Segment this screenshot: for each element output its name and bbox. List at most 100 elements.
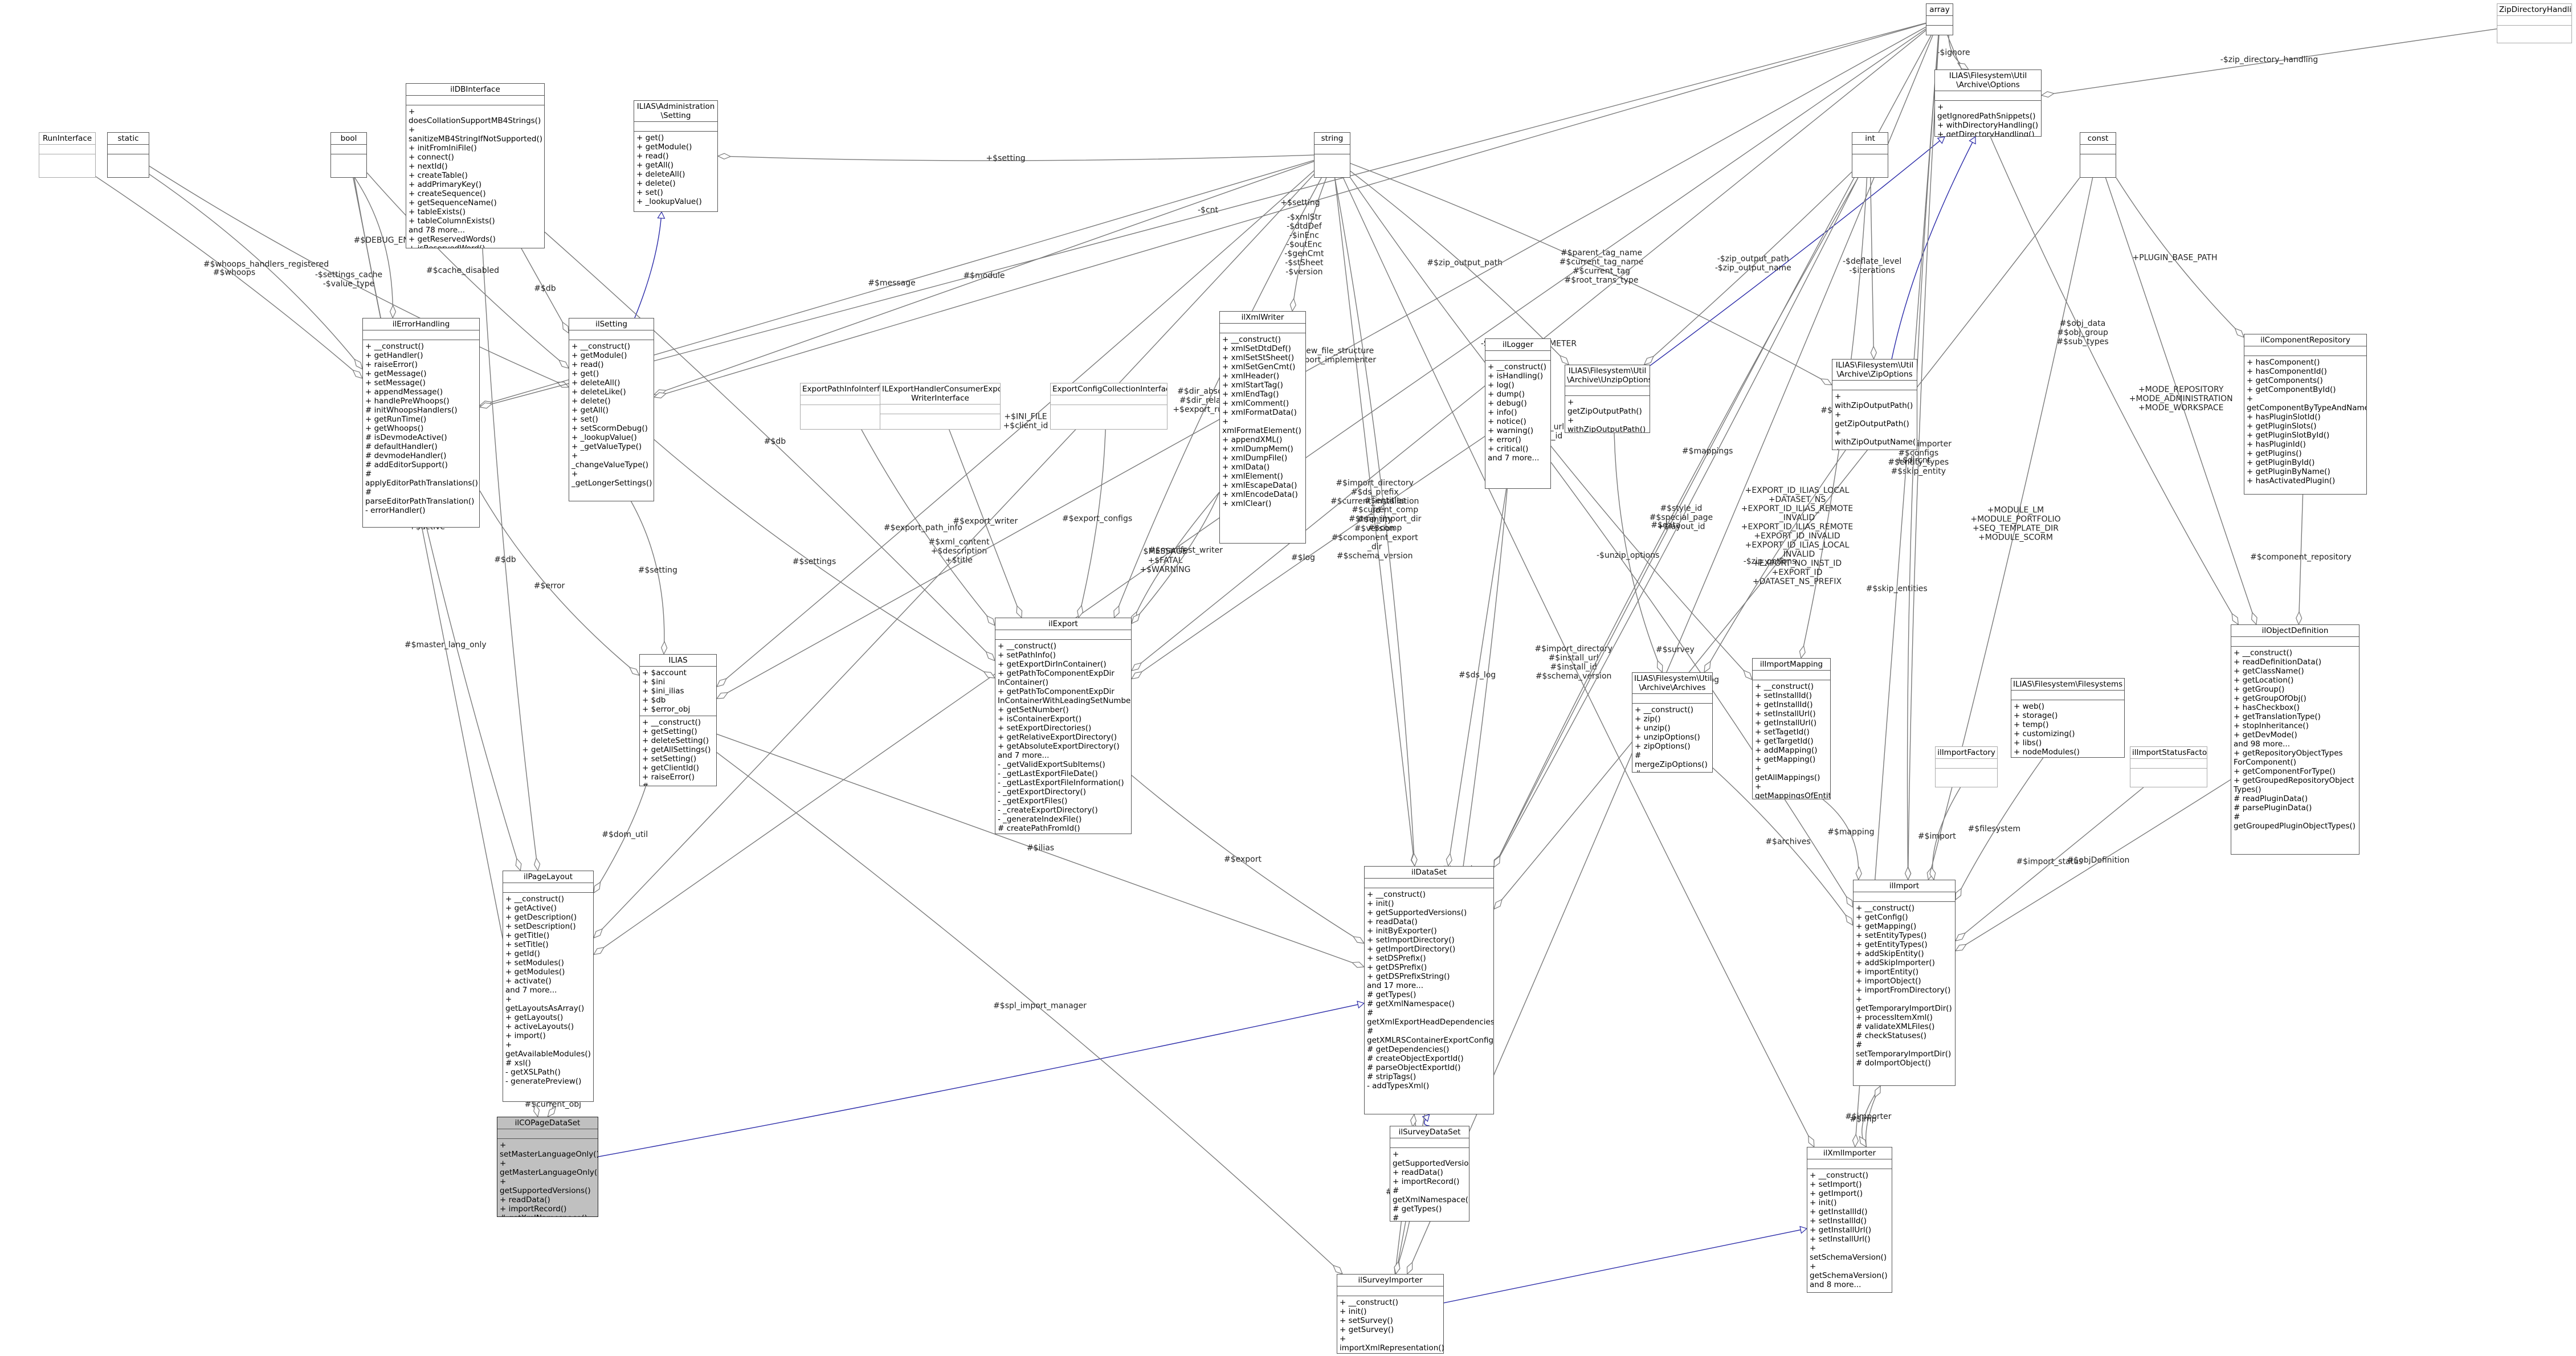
- edge-label: #$module: [963, 271, 1005, 280]
- class-attributes: [880, 405, 1000, 414]
- aggregation-diamond: [1954, 932, 1966, 942]
- edge-label: -$zip_directory_handling: [2220, 55, 2318, 64]
- class-node-ilimport[interactable]: ilImport+ __construct() + getConfig() + …: [1853, 880, 1956, 1086]
- class-node-const[interactable]: const: [2080, 132, 2116, 178]
- edge-label: $MESSAGE+$FATAL+$WARNING: [1140, 547, 1191, 574]
- aggregation-diamond: [1559, 355, 1570, 366]
- class-node-xmlimporter[interactable]: ilXmlImporter+ __construct() + setImport…: [1807, 1147, 1892, 1293]
- class-title: ExportConfigCollectionInterface: [1051, 383, 1167, 395]
- aggregation-diamond: [515, 857, 522, 872]
- class-node-ilerrh[interactable]: ilErrorHandling+ __construct() + getHand…: [362, 318, 480, 528]
- edge-label: -$cnt: [1198, 206, 1219, 215]
- class-node-impfactory[interactable]: ilImportFactory: [1935, 746, 1998, 787]
- edge-label: +PLUGIN_BASE_PATH: [2132, 254, 2217, 263]
- class-operations: + __construct() + xmlSetDtdDef() + xmlSe…: [1222, 335, 1301, 508]
- class-node-fsys[interactable]: ILIAS\Filesystem\Filesystems+ web() + st…: [2011, 678, 2125, 758]
- edge-label: #$export_writer: [953, 517, 1018, 526]
- class-attributes: [2011, 691, 2124, 700]
- class-node-archives[interactable]: ILIAS\Filesystem\Util \Archive\Archives+…: [1632, 672, 1713, 773]
- class-node-static[interactable]: static: [107, 132, 149, 178]
- usage-edge: [2116, 177, 2244, 338]
- edge-label: +$INI_FILE+$client_id: [1003, 412, 1048, 430]
- class-node-setting[interactable]: ILIAS\Administration \Setting+ get() + g…: [634, 100, 718, 212]
- class-node-ilsetting[interactable]: ilSetting+ __construct() + getModule() +…: [569, 318, 654, 501]
- inheritance-arrowhead: [657, 211, 666, 219]
- usage-edge: [716, 752, 1343, 1275]
- class-node-exppath[interactable]: ExportPathInfoInterface: [800, 383, 891, 430]
- edge-label: #$imp: [1850, 1115, 1876, 1124]
- class-node-dataset[interactable]: ilDataSet + __construct() + init() + getS…: [1364, 866, 1494, 1114]
- class-node-runiface[interactable]: RunInterface: [39, 132, 96, 178]
- class-node-impmapping[interactable]: ilImportMapping+ __construct() + setInst…: [1752, 658, 1831, 799]
- class-node-ilexport[interactable]: ilExport+ __construct() + setPathInfo() …: [995, 618, 1132, 834]
- class-operations: + __construct() + init() + getSupportedV…: [1367, 890, 1494, 1090]
- class-attributes: + $account + $ini + $ini_ilias + $db + $…: [640, 667, 716, 716]
- edge-label: #$log: [1291, 553, 1315, 562]
- class-node-unzipopt[interactable]: ILIAS\Filesystem\Util \Archive\UnzipOpti…: [1565, 365, 1650, 433]
- aggregation-diamond: [628, 667, 640, 676]
- class-node-string[interactable]: string: [1314, 132, 1350, 178]
- aggregation-diamond: [1820, 378, 1833, 386]
- inheritance-arrowhead: [1969, 136, 1976, 145]
- class-node-expcfg[interactable]: ExportConfigCollectionInterface: [1050, 383, 1167, 430]
- class-attributes: [1337, 1286, 1443, 1296]
- usage-edge: [479, 22, 1926, 408]
- edge-label: #$ds_log: [1459, 671, 1496, 680]
- class-node-int[interactable]: int: [1852, 132, 1888, 178]
- edge-label: +$new_file_structure-$export_implementer: [1287, 346, 1376, 365]
- class-operations: + getZipOutputPath() + withZipOutputPath…: [1567, 398, 1646, 433]
- class-title: ilXmlWriter: [1220, 312, 1305, 324]
- class-attributes: [634, 122, 717, 132]
- class-title: ilDataSet: [1365, 867, 1493, 879]
- class-node-objdef[interactable]: ilObjectDefinition+ __construct() + read…: [2231, 624, 2359, 855]
- usage-edge: [1907, 35, 1940, 880]
- edge-label: #$settings: [793, 557, 836, 566]
- class-title: ilDBInterface: [406, 84, 544, 96]
- aggregation-diamond: [2251, 611, 2257, 626]
- class-node-zipdir[interactable]: ZipDirectoryHandling: [2497, 3, 2572, 43]
- class-title: ZipDirectoryHandling: [2497, 4, 2571, 16]
- aggregation-diamond: [1077, 605, 1084, 619]
- inheritance-arrowhead: [1937, 136, 1946, 144]
- class-node-exphandler[interactable]: ILExportHandlerConsumerExport WriterInte…: [880, 383, 1001, 430]
- class-node-comprepo[interactable]: ilComponentRepository+ hasComponent() + …: [2244, 334, 2367, 495]
- class-attributes: [801, 395, 891, 405]
- class-operations: + __construct() + setInstallId() + getIn…: [1755, 682, 1831, 799]
- class-attributes: [569, 330, 654, 340]
- class-node-pagelayout[interactable]: ilPageLayout+ __construct() + getActive(…: [503, 871, 594, 1102]
- class-attributes: [406, 96, 544, 105]
- class-node-zipopt[interactable]: ILIAS\Filesystem\Util \Archive\ZipOption…: [1832, 359, 1917, 450]
- class-node-surveyimp[interactable]: ilSurveyImporter+ __construct() + init()…: [1337, 1274, 1444, 1354]
- class-node-options[interactable]: ILIAS\Filesystem\Util \Archive\Options+ …: [1934, 70, 2042, 137]
- usage-edge: [1113, 177, 1322, 618]
- class-attributes: [1390, 1138, 1469, 1148]
- aggregation-diamond: [1955, 888, 1962, 901]
- aggregation-diamond: [1704, 660, 1711, 673]
- usage-edge: [149, 165, 569, 388]
- class-node-ildbi[interactable]: ilDBInterface+ doesCollationSupportMB4St…: [406, 83, 545, 248]
- aggregation-diamond: [717, 153, 732, 160]
- class-operations: + __construct() + setImport() + getImpor…: [1810, 1171, 1888, 1289]
- class-operations: + getIgnoredPathSnippets() + withDirecto…: [1937, 103, 2039, 137]
- aggregation-diamond: [593, 946, 605, 955]
- class-node-illogger[interactable]: ilLogger+ __construct() + isHandling() +…: [1485, 338, 1551, 489]
- aggregation-diamond: [660, 640, 668, 655]
- class-attributes: [1314, 145, 1350, 154]
- usage-edge: [1704, 450, 1846, 673]
- class-node-bool[interactable]: bool: [330, 132, 367, 178]
- aggregation-diamond: [1799, 645, 1806, 659]
- class-node-impstatus[interactable]: ilImportStatusFactory: [2130, 746, 2207, 787]
- usage-edge: [544, 231, 995, 661]
- class-node-xmlwriter[interactable]: ilXmlWriter + __construct() + xmlSetDtdDe…: [1219, 311, 1306, 544]
- class-node-surveyds[interactable]: ilSurveyDataSet+ getSupportedVersions() …: [1390, 1126, 1469, 1222]
- aggregation-diamond: [1493, 898, 1503, 910]
- usage-edge: [1292, 177, 1327, 312]
- aggregation-diamond: [716, 692, 729, 699]
- class-attributes: [1753, 671, 1830, 680]
- class-operations: [2497, 26, 2571, 29]
- class-operations: + __construct() + getHandler() + raiseEr…: [365, 342, 478, 515]
- class-node-ilias[interactable]: ILIAS+ $account + $ini + $ini_ilias + $d…: [639, 654, 717, 786]
- class-node-array[interactable]: array: [1926, 3, 1953, 35]
- class-node-copage[interactable]: ilCOPageDataSet+ setMasterLanguageOnly()…: [497, 1117, 598, 1217]
- usage-edge: [1447, 488, 1507, 867]
